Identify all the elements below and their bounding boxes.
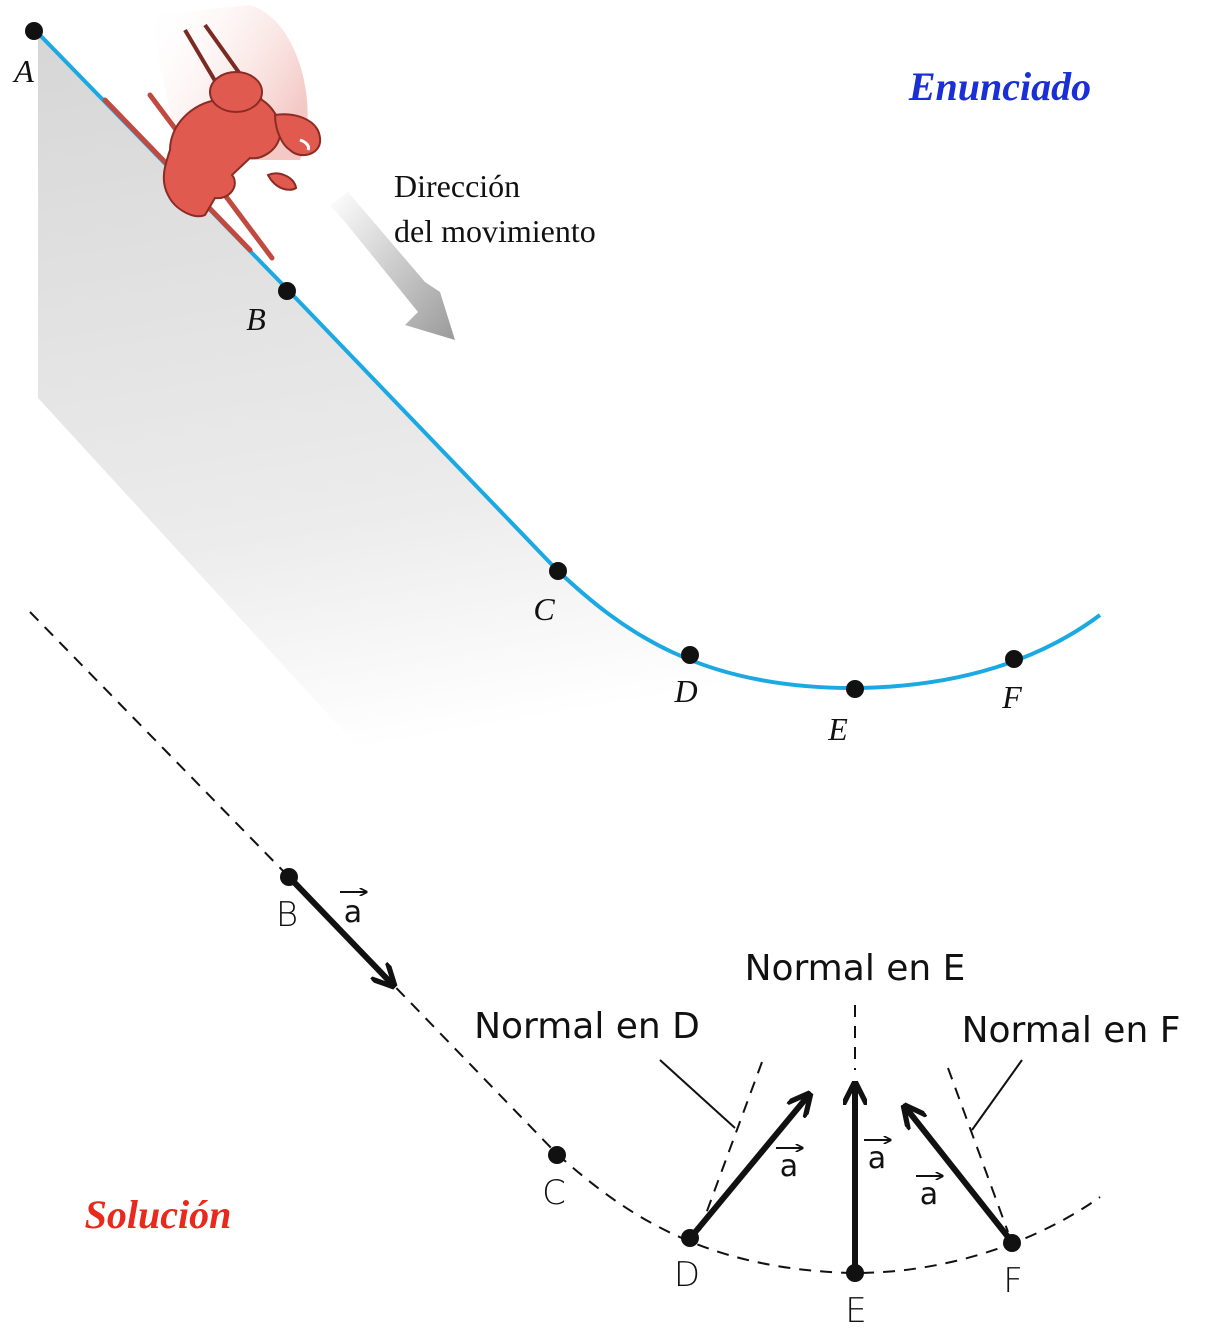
bottom-point-f: F xyxy=(1003,1234,1023,1301)
svg-text:a: a xyxy=(344,895,362,930)
normal-label-f: Normal en F xyxy=(962,1010,1181,1051)
vector-label-d: a xyxy=(776,1148,802,1184)
direction-label-line2: del movimiento xyxy=(394,213,596,249)
svg-text:a: a xyxy=(780,1149,798,1184)
svg-text:B: B xyxy=(246,301,266,337)
leader-f xyxy=(971,1059,1023,1131)
direction-label-line1: Dirección xyxy=(394,168,520,204)
normal-line-d xyxy=(699,1061,763,1231)
top-point-e: E xyxy=(827,680,864,747)
vector-label-e: a xyxy=(864,1140,890,1176)
accel-vector-d xyxy=(689,1096,808,1238)
ski-track xyxy=(33,28,1102,691)
normal-label-e: Normal en E xyxy=(745,948,966,989)
direction-arrow xyxy=(330,192,455,340)
slope-shading xyxy=(38,30,1100,760)
skier-figure xyxy=(102,5,322,261)
bottom-point-d: D xyxy=(674,1229,700,1295)
bottom-point-b: B xyxy=(276,868,298,935)
svg-text:a: a xyxy=(920,1177,938,1212)
bottom-point-c: C xyxy=(542,1146,566,1213)
svg-text:A: A xyxy=(12,53,34,89)
top-point-d: D xyxy=(673,646,699,709)
vector-label-f: a xyxy=(916,1176,942,1212)
normal-line-f xyxy=(947,1067,1009,1233)
svg-text:E: E xyxy=(827,711,848,747)
svg-text:F: F xyxy=(1003,1261,1023,1301)
svg-text:C: C xyxy=(533,591,555,627)
top-point-c: C xyxy=(533,562,567,627)
svg-text:D: D xyxy=(673,673,697,709)
leader-d xyxy=(659,1059,736,1129)
svg-text:D: D xyxy=(674,1255,700,1295)
dashed-trajectory xyxy=(29,611,1101,1275)
statement-title: Enunciado xyxy=(908,64,1091,109)
svg-text:B: B xyxy=(276,895,298,935)
vector-label-b: a xyxy=(340,892,366,930)
accel-vector-f xyxy=(906,1108,1015,1244)
svg-text:E: E xyxy=(845,1291,866,1330)
normal-label-d: Normal en D xyxy=(474,1006,700,1047)
top-point-b: B xyxy=(246,282,296,337)
accel-vector-b xyxy=(287,875,392,984)
top-point-f: F xyxy=(1001,650,1023,715)
statement-panel: Enunciado Dirección del movimiento A B C… xyxy=(12,5,1102,760)
top-point-a: A xyxy=(12,22,43,89)
svg-text:F: F xyxy=(1001,679,1022,715)
solution-title: Solución xyxy=(85,1192,232,1237)
solution-panel: a a a a Normal en D Normal en E Normal e… xyxy=(29,611,1181,1330)
svg-text:a: a xyxy=(868,1141,886,1176)
bottom-point-e: E xyxy=(845,1264,867,1330)
svg-text:C: C xyxy=(542,1173,566,1213)
